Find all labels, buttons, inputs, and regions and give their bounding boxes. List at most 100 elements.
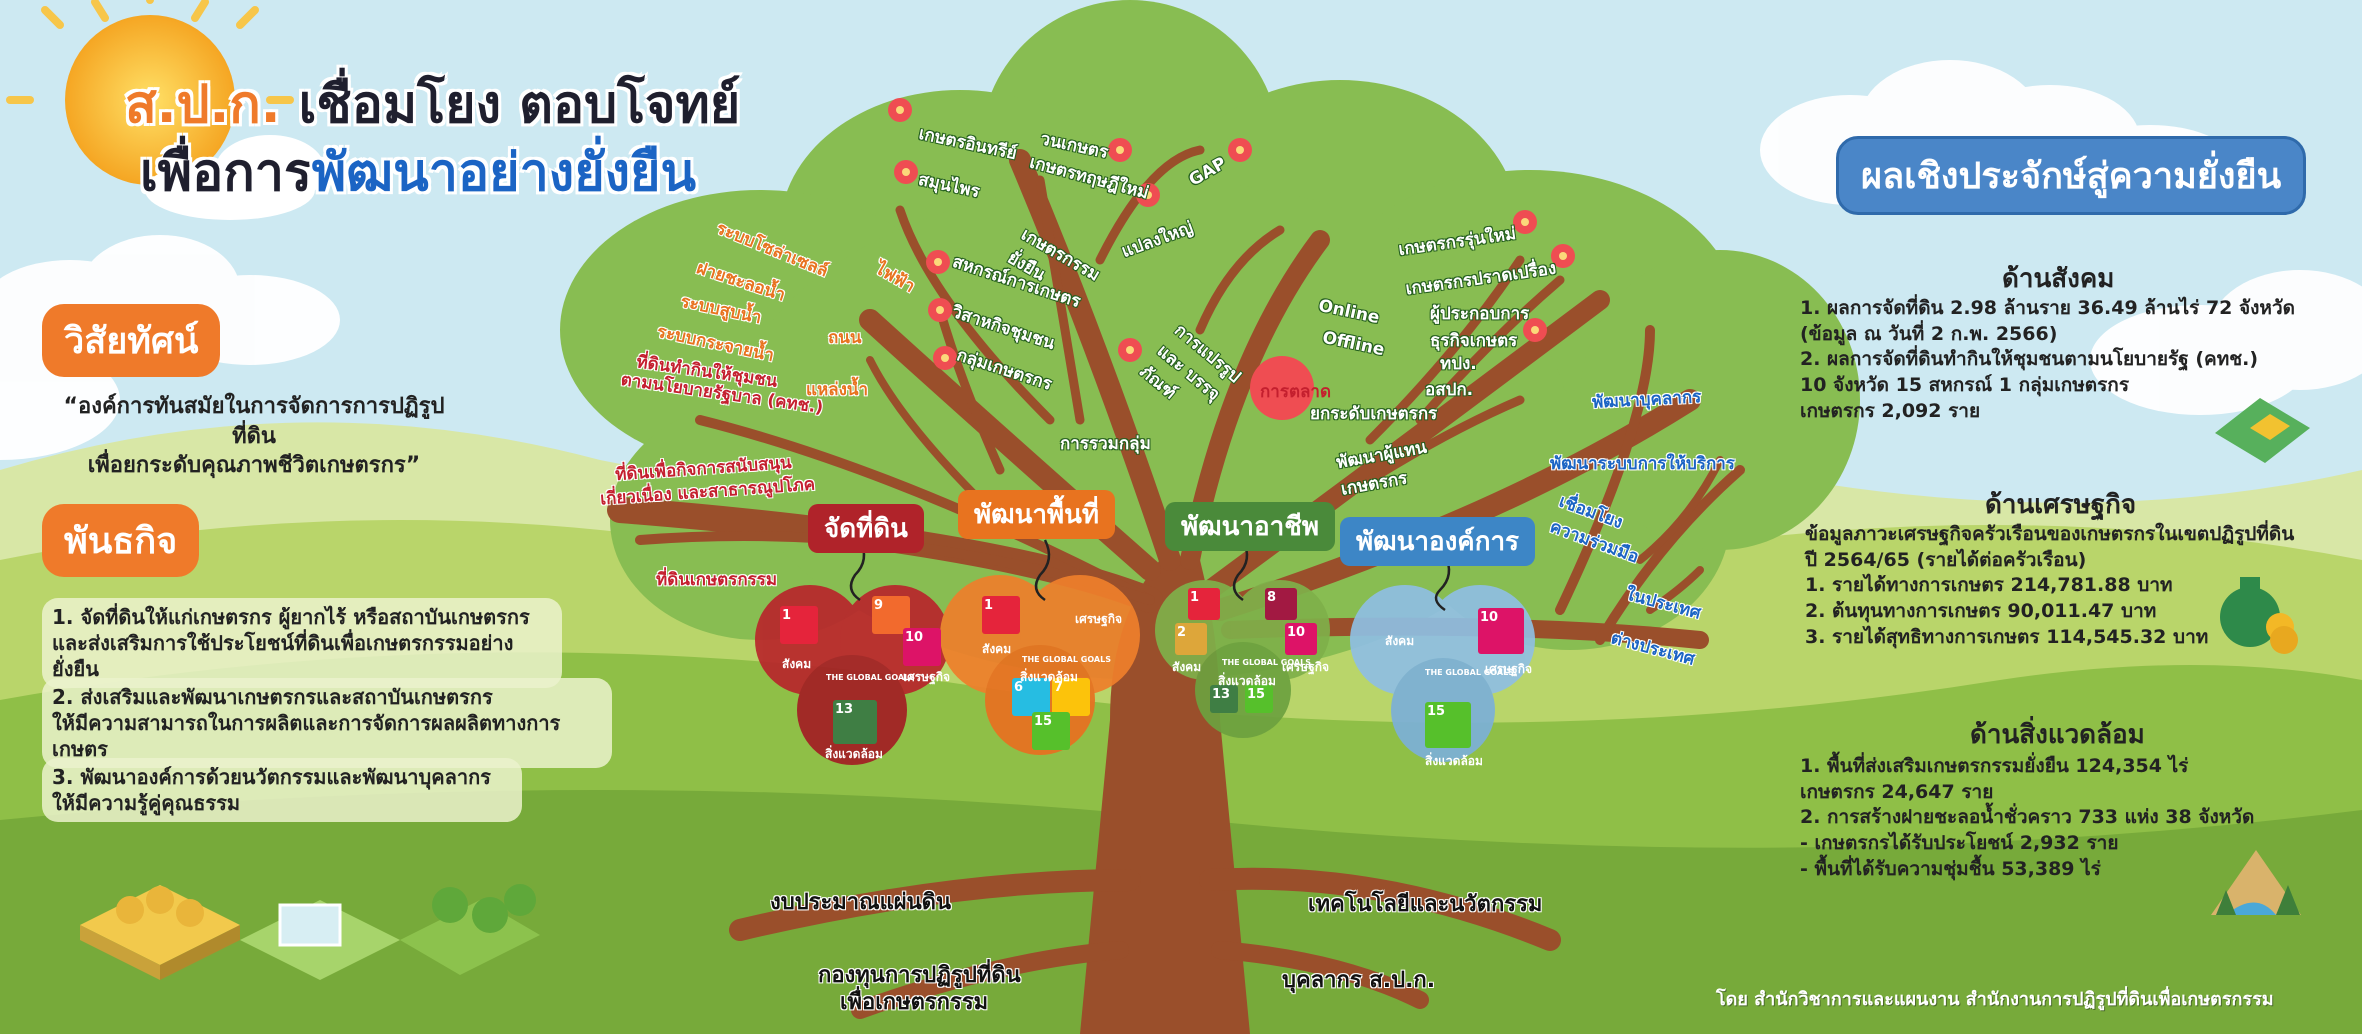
economic-line-3: 1. รายได้ทางการเกษตร 214,781.88 บาท xyxy=(1805,574,2173,597)
economic-line-1: ข้อมูลภาวะเศรษฐกิจครัวเรือนของเกษตรกรในเ… xyxy=(1805,523,2295,545)
social-line-4: 10 จังหวัด 15 สหกรณ์ 1 กลุ่มเกษตรกร xyxy=(1800,373,2130,396)
circle-label-global-goals: THE GLOBAL GOALS xyxy=(826,673,915,682)
page-title-line2: เพื่อการพัฒนาอย่างยั่งยืน xyxy=(140,130,696,213)
circle-label-social-2: สังคม xyxy=(982,642,1012,656)
economic-lines: ข้อมูลภาวะเศรษฐกิจครัวเรือนของเกษตรกรในเ… xyxy=(1805,522,2294,650)
social-lines: 1. ผลการจัดที่ดิน 2.98 ล้านราย 36.49 ล้า… xyxy=(1800,296,2295,424)
economic-line-2: ปี 2564/65 (รายได้ต่อครัวเรือน) xyxy=(1805,548,2087,571)
category-tag-career: พัฒนาอาชีพ xyxy=(1165,502,1335,551)
branch-land-1: ที่ดินเกษตรกรรม xyxy=(656,570,778,590)
circle-label-economy-2: เศรษฐกิจ xyxy=(1075,612,1122,626)
sdg-9-icon: 9 xyxy=(872,596,910,634)
branch-career-4: การรวมกลุ่ม xyxy=(1060,434,1151,454)
circle-label-global-goals-4: THE GLOBAL GOALS xyxy=(1425,668,1514,677)
circle-label-environment: สิ่งแวดล้อม xyxy=(825,747,883,761)
footer-credit: โดย สำนักวิชาการและแผนงาน สำนักงานการปฏิ… xyxy=(1716,989,2274,1010)
economic-heading: ด้านเศรษฐกิจ xyxy=(1985,490,2137,520)
mission-item-3-line2: ให้มีความรู้คู่คุณธรรม xyxy=(52,791,241,815)
sdg-13-icon: 13 xyxy=(833,700,877,744)
circle-label-social-4: สังคม xyxy=(1385,634,1415,648)
root-budget: งบประมาณแผ่นดิน xyxy=(770,890,952,915)
circle-label-global-goals-2: THE GLOBAL GOALS xyxy=(1022,655,1111,664)
mission-item-3: 3. พัฒนาองค์การด้วยนวัตกรรมและพัฒนาบุคลา… xyxy=(42,758,522,822)
economic-line-5: 3. รายได้สุทธิทางการเกษตร 114,545.32 บาท xyxy=(1805,625,2209,648)
landscape-icon xyxy=(2211,850,2301,915)
sdg-8-icon: 8 xyxy=(1265,588,1297,620)
sdg-1-icon: 1 xyxy=(780,606,818,644)
environment-line-4: - เกษตรกรได้รับประโยชน์ 2,932 ราย xyxy=(1800,831,2119,854)
environment-line-1: 1. พื้นที่ส่งเสริมเกษตรกรรมยั่งยืน 124,3… xyxy=(1800,755,2189,777)
farm-illustration xyxy=(80,884,540,980)
circle-label-environment-2: สิ่งแวดล้อม xyxy=(1020,670,1078,684)
branch-career-right-4: ทปง. xyxy=(1440,354,1477,374)
social-line-2: (ข้อมูล ณ วันที่ 2 ก.พ. 2566) xyxy=(1800,322,2058,345)
branch-area-1: แหล่งน้ำ xyxy=(806,380,869,400)
category-tag-land: จัดที่ดิน xyxy=(808,504,924,553)
branch-org-2: พัฒนาระบบการให้บริการ xyxy=(1550,454,1735,474)
category-tag-org: พัฒนาองค์การ xyxy=(1340,517,1536,566)
sdg-15-icon: 15 xyxy=(1032,712,1070,750)
branch-org-1: พัฒนาบุคลากร xyxy=(1591,387,1702,413)
vision-text-line2: เพื่อยกระดับคุณภาพชีวิตเกษตรกร” xyxy=(87,453,421,479)
title-line1-rest: เชื่อมโยง ตอบโจทย์ xyxy=(280,75,741,135)
social-heading: ด้านสังคม xyxy=(2002,264,2115,294)
social-line-3: 2. ผลการจัดที่ดินทำกินให้ชุมชนตามนโยบายร… xyxy=(1800,348,2259,371)
mission-item-1: 1. จัดที่ดินให้แก่เกษตรกร ผู้ยากไร้ หรือ… xyxy=(42,598,562,688)
sdg-15b-icon: 15 xyxy=(1245,685,1273,713)
circle-label-social-3: สังคม xyxy=(1172,660,1202,674)
money-bag-icon xyxy=(2220,577,2298,654)
environment-line-3: 2. การสร้างฝายชะลอน้ำชั่วคราว 733 แห่ง 3… xyxy=(1800,806,2255,829)
root-fund-line2: เพื่อเกษตรกรรม xyxy=(840,990,989,1015)
mission-item-2-line2: ให้มีความสามารถในการผลิตและการจัดการผลผล… xyxy=(52,711,561,761)
vision-text-line1: “องค์การทันสมัยในการจัดการการปฏิรูปที่ดิ… xyxy=(63,394,445,449)
circle-label-social: สังคม xyxy=(782,657,812,671)
title-org: ส.ป.ก. xyxy=(125,75,281,135)
environment-line-2: เกษตรกร 24,647 ราย xyxy=(1800,780,1994,803)
mission-item-2: 2. ส่งเสริมและพัฒนาเกษตรกรและสถาบันเกษตร… xyxy=(42,678,612,768)
category-tag-area: พัฒนาพื้นที่ xyxy=(958,490,1116,539)
circle-label-environment-3: สิ่งแวดล้อม xyxy=(1218,674,1276,688)
social-line-1: 1. ผลการจัดที่ดิน 2.98 ล้านราย 36.49 ล้า… xyxy=(1800,297,2295,319)
sdg-2-icon: 2 xyxy=(1175,623,1207,655)
mission-item-1-line1: 1. จัดที่ดินให้แก่เกษตรกร ผู้ยากไร้ หรือ… xyxy=(52,605,530,629)
economic-line-4: 2. ต้นทุนทางการเกษตร 90,011.47 บาท xyxy=(1805,599,2157,622)
circle-label-global-goals-3: THE GLOBAL GOALS xyxy=(1222,658,1311,667)
vision-text: “องค์การทันสมัยในการจัดการการปฏิรูปที่ดิ… xyxy=(44,392,464,481)
sdg-10b-icon: 10 xyxy=(1285,623,1317,655)
root-fund-line1: กองทุนการปฏิรูปที่ดิน xyxy=(818,963,1021,988)
sdg-13b-icon: 13 xyxy=(1210,685,1238,713)
title-line2-highlight: พัฒนาอย่างยั่งยืน xyxy=(311,143,697,203)
root-personnel: บุคลากร ส.ป.ก. xyxy=(1282,968,1436,993)
circle-label-environment-4: สิ่งแวดล้อม xyxy=(1425,754,1483,768)
circle-label-economy-3: เศรษฐกิจ xyxy=(1282,660,1329,674)
results-heading: ผลเชิงประจักษ์สู่ความยั่งยืน xyxy=(1836,136,2307,215)
land-plots-icon xyxy=(2215,398,2310,463)
sdg-10c-icon: 10 xyxy=(1478,608,1524,654)
branch-career-right-3: ผู้ประกอบการ ธุรกิจเกษตร xyxy=(1430,304,1530,351)
mission-item-1-line2: และส่งเสริมการใช้ประโยชน์ที่ดินเพื่อเกษต… xyxy=(52,631,514,681)
circle-label-economy-4: เศรษฐกิจ xyxy=(1485,662,1532,676)
page-title-line1: ส.ป.ก. เชื่อมโยง ตอบโจทย์ xyxy=(125,62,740,145)
environment-heading: ด้านสิ่งแวดล้อม xyxy=(1970,720,2145,750)
sdg-6-icon: 6 xyxy=(1012,678,1050,716)
mission-item-2-line1: 2. ส่งเสริมและพัฒนาเกษตรกรและสถาบันเกษตร… xyxy=(52,685,493,709)
circle-label-economy: เศรษฐกิจ xyxy=(903,670,950,684)
sdg-10-icon: 10 xyxy=(903,628,941,666)
environment-lines: 1. พื้นที่ส่งเสริมเกษตรกรรมยั่งยืน 124,3… xyxy=(1800,754,2254,882)
mission-heading: พันธกิจ xyxy=(42,504,200,577)
mission-item-3-line1: 3. พัฒนาองค์การด้วยนวัตกรรมและพัฒนาบุคลา… xyxy=(52,765,491,789)
branch-career-13: การตลาด xyxy=(1260,382,1332,402)
sdg-1c-icon: 1 xyxy=(1188,588,1220,620)
social-line-5: เกษตรกร 2,092 ราย xyxy=(1800,399,1981,422)
sdg-15c-icon: 15 xyxy=(1425,702,1471,748)
sdg-7-icon: 7 xyxy=(1052,678,1090,716)
branch-area-2: ถนน xyxy=(828,328,862,348)
root-technology: เทคโนโลยีและนวัตกรรม xyxy=(1308,892,1543,917)
sdg-1b-icon: 1 xyxy=(982,596,1020,634)
sun-icon xyxy=(6,0,325,220)
branch-career-right-5: อสปก. xyxy=(1425,380,1474,400)
branch-career-right-8: ยกระดับเกษตรกร xyxy=(1310,404,1438,424)
vision-heading: วิสัยทัศน์ xyxy=(42,304,221,377)
title-line2-prefix: เพื่อการ xyxy=(140,143,312,203)
environment-line-5: - พื้นที่ได้รับความชุ่มชื้น 53,389 ไร่ xyxy=(1800,857,2101,880)
